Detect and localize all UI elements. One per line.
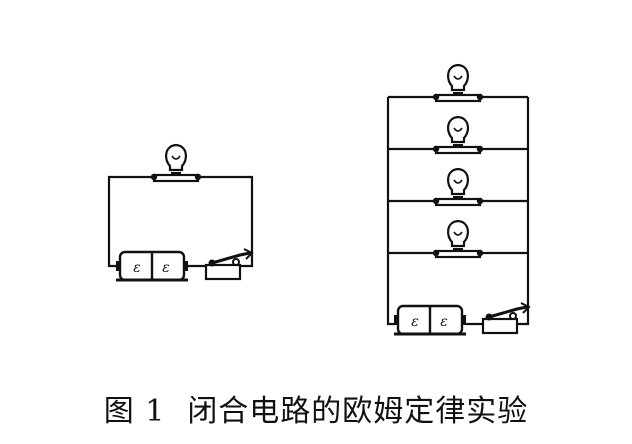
battery-icon: ε ε bbox=[392, 304, 468, 336]
left-circuit-wires bbox=[107, 175, 254, 268]
battery-icon: ε ε bbox=[114, 250, 190, 282]
cell-emf-label: ε bbox=[162, 260, 170, 276]
bulb-icon bbox=[431, 63, 485, 103]
cell-emf-label: ε bbox=[133, 260, 141, 276]
left-circuit bbox=[107, 175, 254, 268]
figure-title: 闭合电路的欧姆定律实验 bbox=[187, 394, 529, 429]
switch-icon bbox=[204, 247, 254, 281]
circuit-figure: ε ε ε ε bbox=[107, 63, 531, 336]
right-circuit-outer-wires bbox=[386, 97, 530, 326]
bulb-icon bbox=[431, 115, 485, 155]
bulb-icon bbox=[149, 143, 203, 183]
figure-number: 图 1 bbox=[103, 394, 166, 429]
bulb-icon bbox=[431, 167, 485, 207]
bulb-icon bbox=[431, 219, 485, 259]
switch-icon bbox=[481, 301, 531, 335]
cell-emf-label: ε bbox=[411, 314, 419, 330]
cell-emf-label: ε bbox=[440, 314, 448, 330]
right-circuit bbox=[386, 95, 530, 326]
figure-caption: 图 1 闭合电路的欧姆定律实验 bbox=[0, 386, 632, 430]
